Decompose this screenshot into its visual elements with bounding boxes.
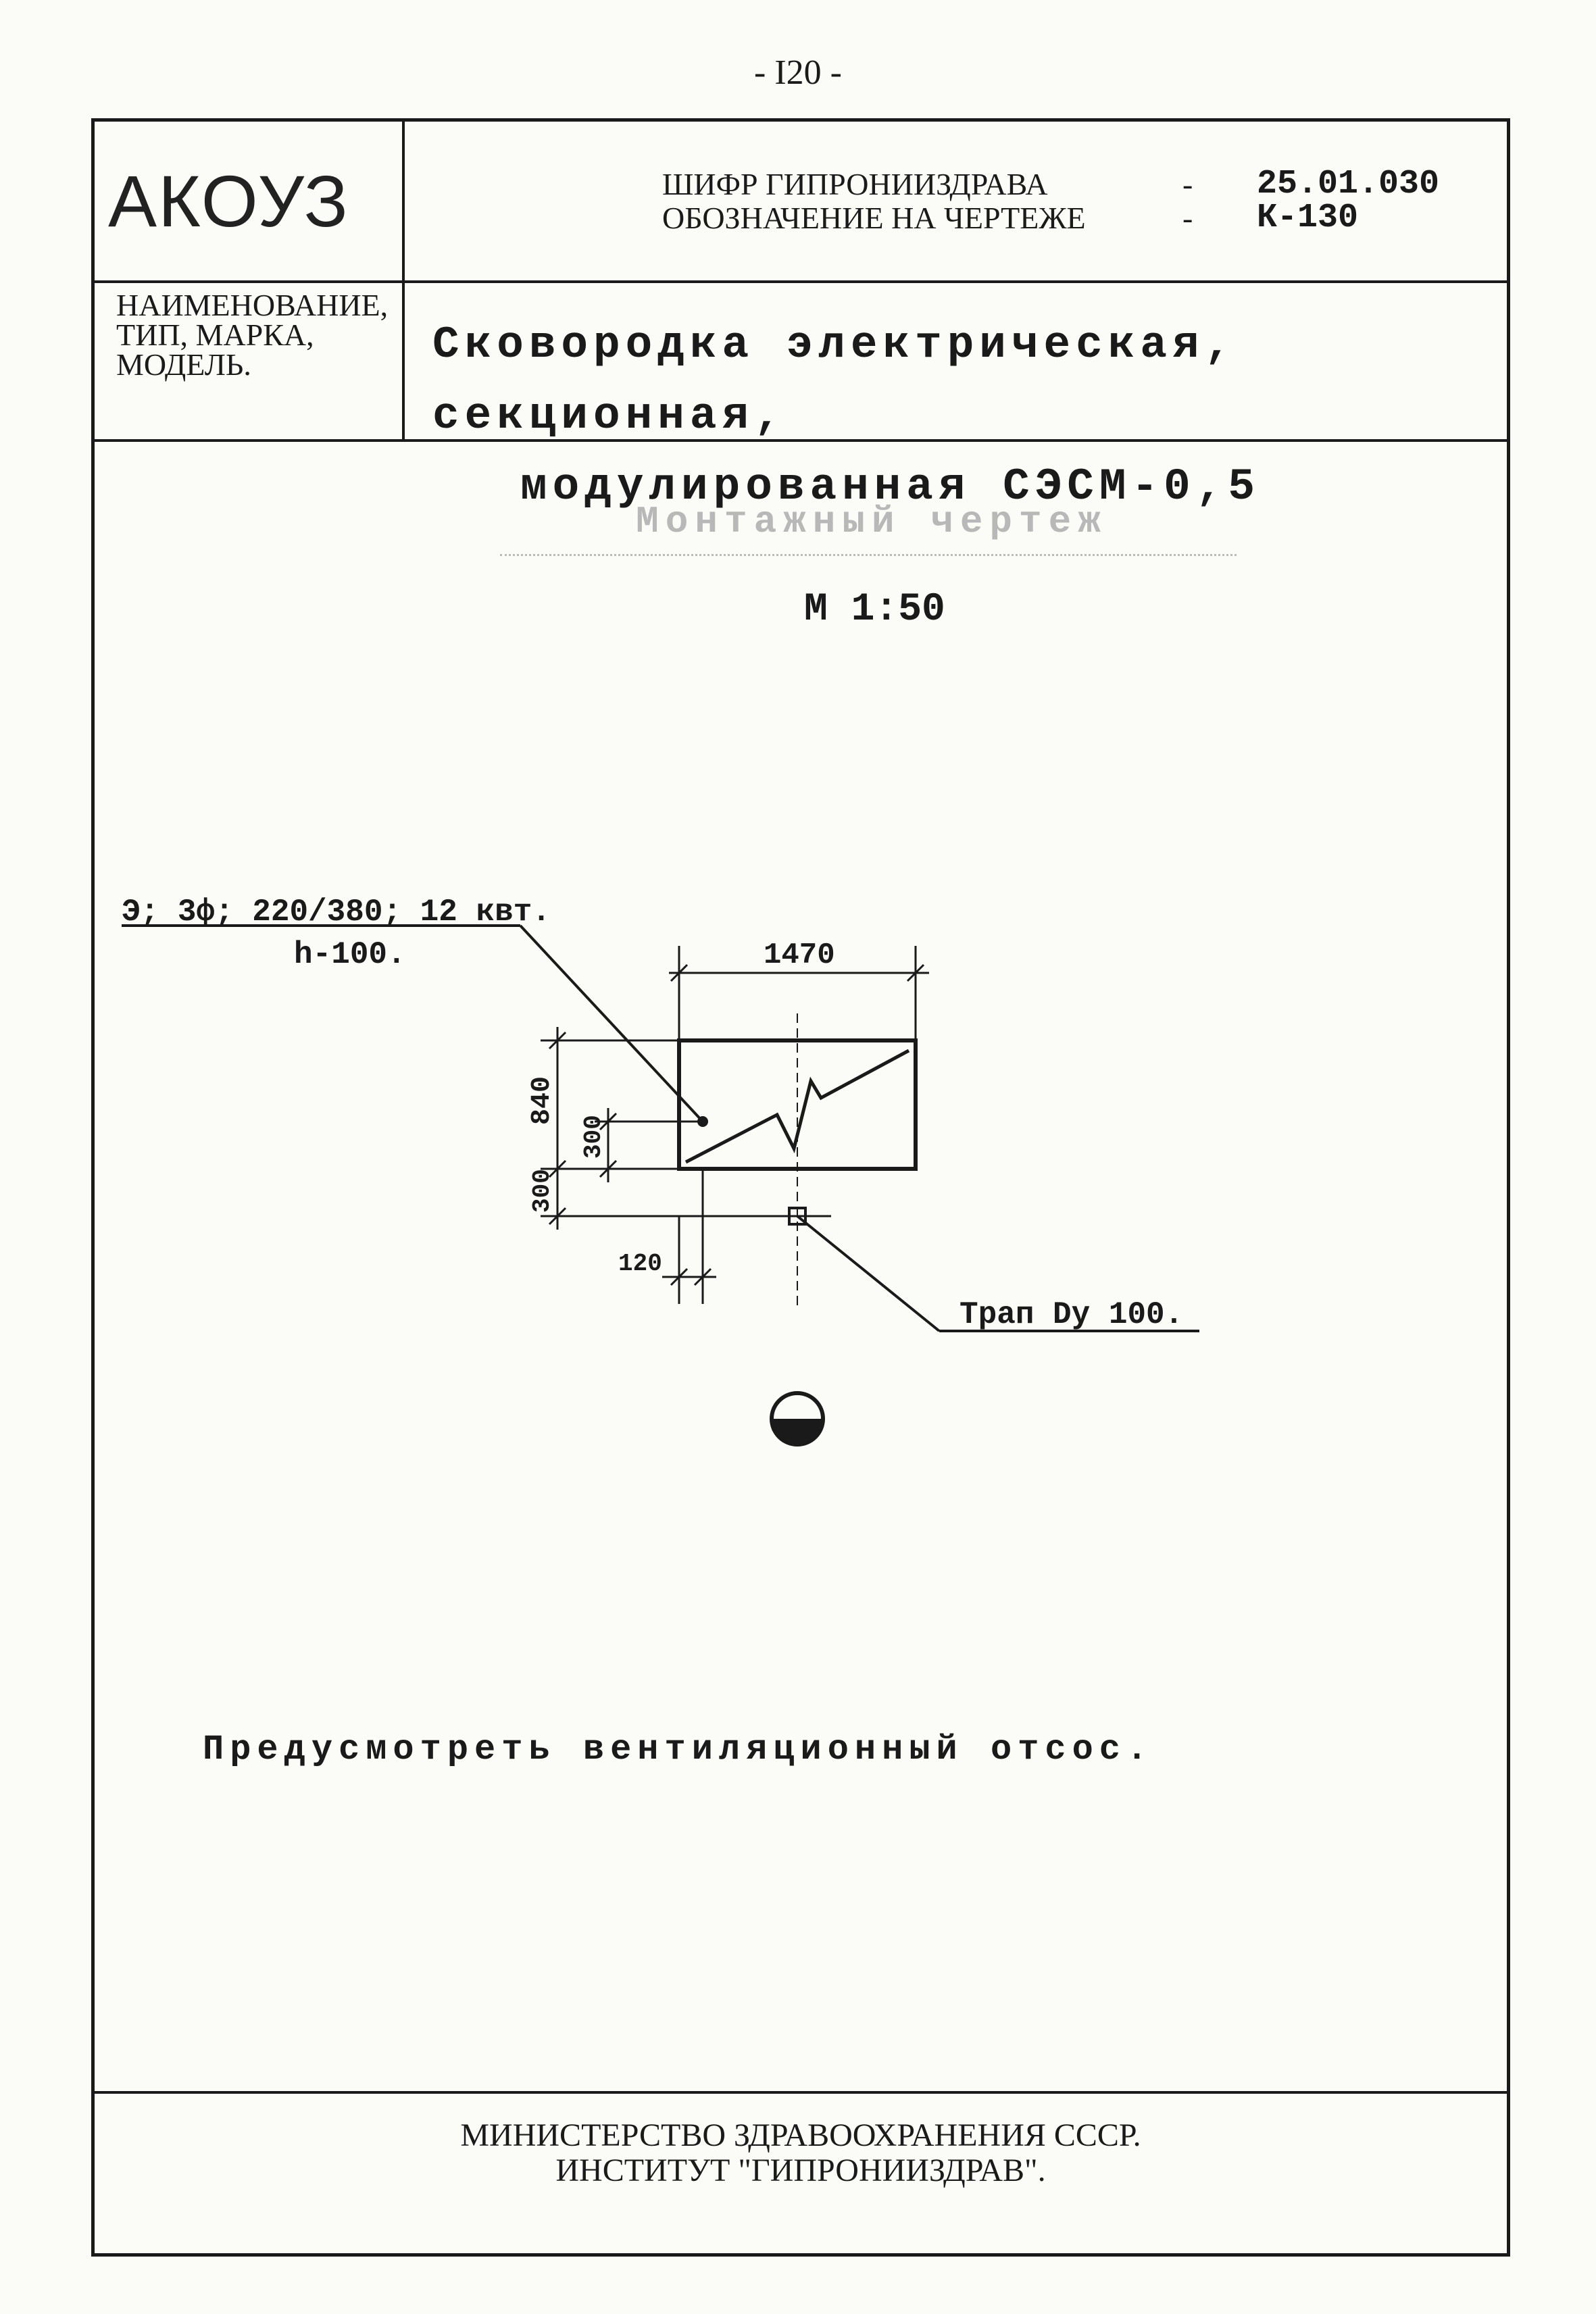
dim-depth-label: 840: [527, 1076, 557, 1125]
drawing-title-underline: [500, 554, 1237, 556]
designation-value: К-130: [1257, 199, 1359, 237]
product-title-line2: модулированная СЭСМ-0,5: [520, 461, 1260, 512]
ventilation-note: Предусмотреть вентиляционный отсос.: [203, 1730, 1154, 1769]
designation-dash: -: [1182, 201, 1193, 235]
footer-ministry: МИНИСТЕРСТВО ЗДРАВООХРАНЕНИЯ СССР.: [460, 2117, 1141, 2153]
tick-7: [693, 1267, 712, 1286]
product-title-line1: Сковородка электрическая, секционная,: [432, 320, 1237, 441]
dim-120-label: 120: [618, 1250, 662, 1278]
drawing-title-faded: Монтажный чертеж: [636, 500, 1107, 543]
cipher-block: ШИФР ГИПРОНИИЗДРАВА - 25.01.030 ОБОЗНАЧЕ…: [662, 167, 1439, 235]
footer: МИНИСТЕРСТВО ЗДРАВООХРАНЕНИЯ СССР. ИНСТИ…: [95, 2118, 1507, 2188]
header-divider: [95, 280, 1507, 283]
footer-institute: ИНСТИТУТ "ГИПРОНИИЗДРАВ".: [555, 2153, 1046, 2188]
dim-width-tick-right: [906, 963, 925, 982]
name-divider: [95, 439, 1507, 442]
dim-300-outer-label: 300: [528, 1169, 556, 1213]
footer-divider: [95, 2091, 1507, 2094]
header-column-divider: [402, 122, 405, 439]
page-number: - I20 -: [754, 53, 842, 92]
tick-2: [548, 1159, 567, 1178]
product-title: Сковородка электрическая, секционная, мо…: [432, 309, 1500, 522]
tick-3: [548, 1207, 567, 1226]
orientation-symbol-fill: [772, 1419, 823, 1444]
drain-label: Трап Dу 100.: [959, 1297, 1183, 1332]
cipher-row: ШИФР ГИПРОНИИЗДРАВА - 25.01.030: [662, 167, 1439, 201]
drain-symbol: [788, 1207, 807, 1226]
tick-5: [599, 1159, 618, 1178]
designation-label: ОБОЗНАЧЕНИЕ НА ЧЕРТЕЖЕ: [662, 201, 1086, 235]
power-leader-line: [519, 924, 704, 1123]
power-label: Э; 3ф; 220/380; 12 квт.: [122, 895, 551, 930]
name-label: НАИМЕНОВАНИЕ, ТИП, МАРКА, МОДЕЛЬ.: [116, 288, 389, 382]
cipher-value: 25.01.030: [1257, 165, 1440, 203]
drawing-scale: М 1:50: [804, 588, 945, 632]
tick-4: [599, 1112, 618, 1131]
drain-leader-line: [796, 1215, 941, 1332]
power-height-label: h-100.: [294, 937, 406, 972]
logo: АКОУЗ: [108, 160, 349, 242]
dim-width-tick-left: [670, 963, 689, 982]
designation-row: ОБОЗНАЧЕНИЕ НА ЧЕРТЕЖЕ - К-130: [662, 201, 1358, 235]
tick-6: [670, 1267, 689, 1286]
dim-300-inner-label: 300: [580, 1115, 607, 1159]
cipher-label: ШИФР ГИПРОНИИЗДРАВА: [662, 167, 1048, 201]
cipher-dash: -: [1182, 167, 1193, 201]
dim-width-label: 1470: [764, 938, 835, 972]
tick-1: [548, 1031, 567, 1050]
drawing-sheet: АКОУЗ ШИФР ГИПРОНИИЗДРАВА - 25.01.030 ОБ…: [91, 118, 1510, 2257]
appliance-zigzag-symbol: [684, 1049, 910, 1164]
